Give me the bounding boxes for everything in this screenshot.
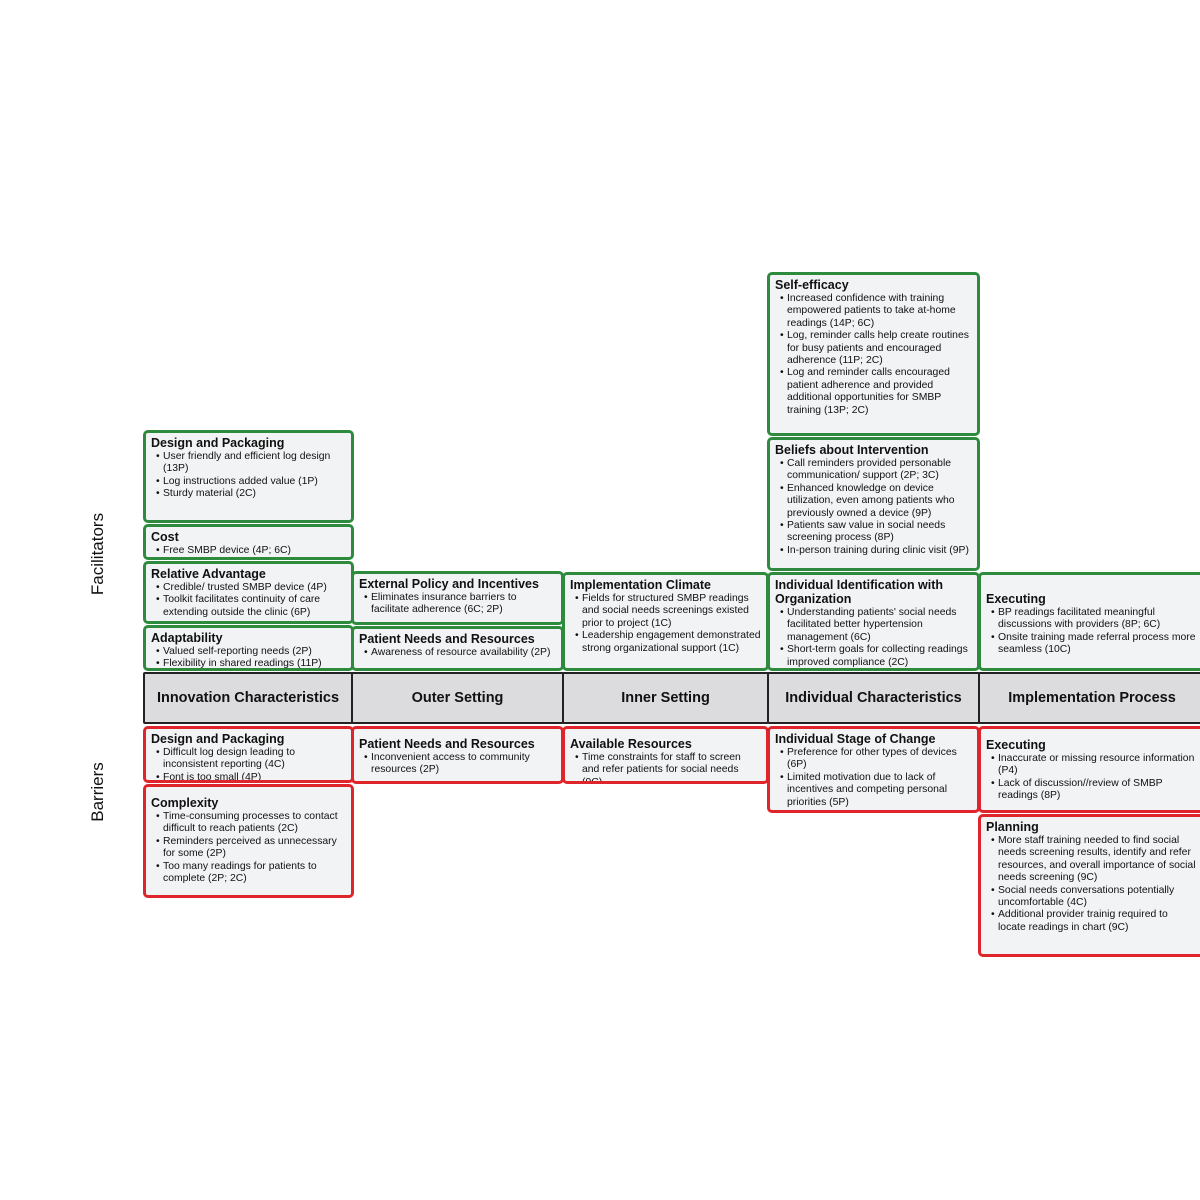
- list-item: Time constraints for staff to screen and…: [575, 752, 761, 781]
- list-item: Eliminates insurance barriers to facilit…: [364, 592, 556, 617]
- list-item: Inaccurate or missing resource informati…: [991, 753, 1198, 778]
- list-item: Credible/ trusted SMBP device (4P): [156, 582, 346, 595]
- barrier-complexity: Complexity Time-consuming processes to c…: [143, 784, 354, 898]
- facilitator-self-efficacy: Self-efficacy Increased confidence with …: [767, 272, 980, 436]
- barrier-stage-of-change: Individual Stage of Change Preference fo…: [767, 726, 980, 813]
- facilitator-cost: Cost Free SMBP device (4P; 6C): [143, 524, 354, 560]
- facilitator-adaptability: Adaptability Valued self-reporting needs…: [143, 625, 354, 671]
- list-item: More staff training needed to find socia…: [991, 835, 1198, 885]
- construct-title: Design and Packaging: [151, 732, 285, 746]
- construct-title: Available Resources: [570, 737, 692, 751]
- list-item: Preference for other types of devices (6…: [780, 747, 972, 772]
- facilitators-label: Facilitators: [88, 512, 107, 596]
- barrier-planning: Planning More staff training needed to f…: [978, 814, 1200, 957]
- list-item: User friendly and efficient log design (…: [156, 451, 346, 476]
- facilitator-beliefs-intervention: Beliefs about Intervention Call reminder…: [767, 437, 980, 571]
- list-item: Understanding patients' social needs fac…: [780, 607, 972, 644]
- barriers-label: Barriers: [88, 762, 107, 822]
- list-item: Increased confidence with training empow…: [780, 293, 972, 330]
- list-item: Patients saw value in social needs scree…: [780, 520, 972, 545]
- list-item: Toolkit facilitates continuity of care e…: [156, 594, 346, 619]
- facilitator-design-packaging: Design and Packaging User friendly and e…: [143, 430, 354, 523]
- list-item: Font is too small (4P): [156, 772, 346, 780]
- construct-title: Patient Needs and Resources: [359, 737, 535, 751]
- barrier-executing: Executing Inaccurate or missing resource…: [978, 726, 1200, 813]
- barrier-design-packaging: Design and Packaging Difficult log desig…: [143, 726, 354, 783]
- list-item: Log instructions added value (1P): [156, 476, 346, 489]
- list-item: Inconvenient access to community resourc…: [364, 752, 556, 777]
- construct-title: Implementation Climate: [570, 578, 711, 592]
- facilitator-patient-needs: Patient Needs and Resources Awareness of…: [351, 626, 564, 671]
- list-item: Call reminders provided personable commu…: [780, 458, 972, 483]
- construct-title: Design and Packaging: [151, 436, 285, 450]
- list-item: BP readings facilitated meaningful discu…: [991, 607, 1198, 632]
- construct-title: Self-efficacy: [775, 278, 849, 292]
- list-item: In-person training during clinic visit (…: [780, 545, 972, 558]
- list-item: Difficult log design leading to inconsis…: [156, 747, 346, 772]
- construct-title: Patient Needs and Resources: [359, 632, 535, 646]
- facilitator-implementation-climate: Implementation Climate Fields for struct…: [562, 572, 769, 671]
- list-item: Awareness of resource availability (2P): [364, 647, 556, 660]
- list-item: Enhanced knowledge on device utilization…: [780, 483, 972, 520]
- barrier-available-resources: Available Resources Time constraints for…: [562, 726, 769, 784]
- domain-header-process: Implementation Process: [978, 672, 1200, 724]
- list-item: Lack of discussion//review of SMBP readi…: [991, 778, 1198, 803]
- list-item: Log and reminder calls encouraged patien…: [780, 367, 972, 417]
- list-item: Onsite training made referral process mo…: [991, 632, 1198, 657]
- list-item: Time-consuming processes to contact diff…: [156, 811, 346, 836]
- facilitator-identification-organization: Individual Identification with Organizat…: [767, 572, 980, 671]
- list-item: Short-term goals for collecting readings…: [780, 644, 972, 668]
- list-item: Flexibility in shared readings (11P): [156, 658, 346, 668]
- domain-header-innovation: Innovation Characteristics: [143, 672, 353, 724]
- list-item: Log, reminder calls help create routines…: [780, 330, 972, 367]
- list-item: Limited motivation due to lack of incent…: [780, 772, 972, 809]
- facilitator-external-policy: External Policy and Incentives Eliminate…: [351, 571, 564, 625]
- construct-title: Complexity: [151, 796, 219, 810]
- construct-title: Cost: [151, 530, 179, 544]
- list-item: Social needs conversations potentially u…: [991, 885, 1198, 910]
- domain-header-individual: Individual Characteristics: [767, 672, 980, 724]
- list-item: Free SMBP device (4P; 6C): [156, 545, 346, 557]
- list-item: Additional provider trainig required to …: [991, 909, 1198, 934]
- construct-title: Beliefs about Intervention: [775, 443, 929, 457]
- list-item: Leadership engagement demonstrated stron…: [575, 630, 761, 655]
- facilitator-executing: Executing BP readings facilitated meanin…: [978, 572, 1200, 671]
- domain-header-inner: Inner Setting: [562, 672, 769, 724]
- construct-title: External Policy and Incentives: [359, 577, 539, 591]
- barrier-patient-needs: Patient Needs and Resources Inconvenient…: [351, 726, 564, 784]
- construct-title: Relative Advantage: [151, 567, 266, 581]
- construct-title: Individual Stage of Change: [775, 732, 936, 746]
- construct-title: Adaptability: [151, 631, 223, 645]
- facilitator-relative-advantage: Relative Advantage Credible/ trusted SMB…: [143, 561, 354, 624]
- list-item: Fields for structured SMBP readings and …: [575, 593, 761, 630]
- construct-title: Individual Identification with Organizat…: [775, 578, 944, 606]
- domain-header-outer: Outer Setting: [351, 672, 564, 724]
- construct-title: Planning: [986, 820, 1039, 834]
- list-item: Sturdy material (2C): [156, 488, 346, 501]
- list-item: Valued self-reporting needs (2P): [156, 646, 346, 659]
- list-item: Reminders perceived as unnecessary for s…: [156, 836, 346, 861]
- construct-title: Executing: [986, 592, 1046, 606]
- construct-title: Executing: [986, 738, 1046, 752]
- list-item: Too many readings for patients to comple…: [156, 861, 346, 886]
